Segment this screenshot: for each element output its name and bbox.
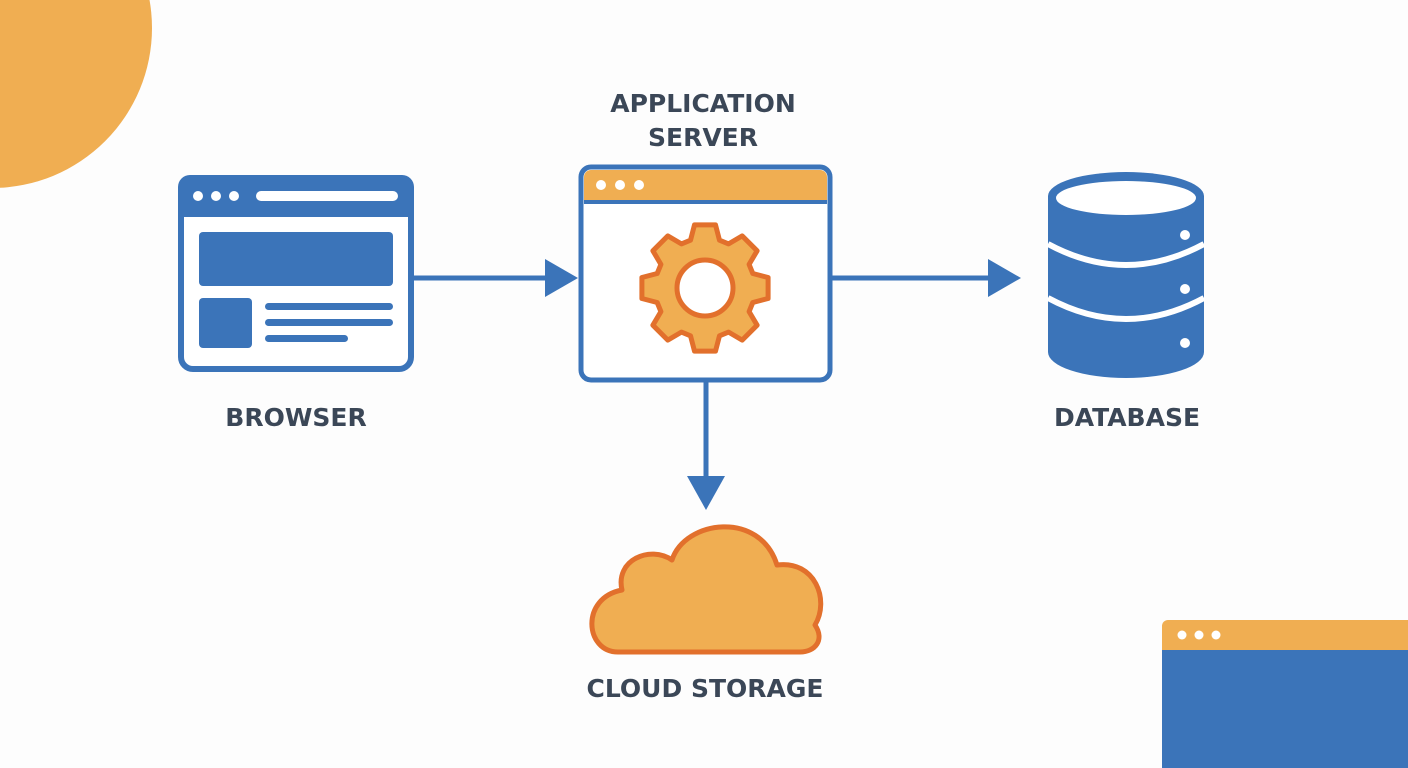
app-server-label-line2: SERVER (648, 123, 758, 152)
decorative-circle (0, 0, 152, 188)
gear-icon (639, 222, 771, 354)
app-server-label-line1: APPLICATION (610, 89, 796, 118)
decorative-window-icon (1162, 620, 1408, 768)
app-server-window-icon (578, 164, 833, 383)
database-icon (1046, 172, 1206, 378)
database-label: DATABASE (1054, 403, 1200, 432)
browser-label: BROWSER (225, 403, 366, 432)
arrow-server-to-database (832, 259, 1021, 297)
browser-window-icon (178, 175, 414, 372)
arrow-browser-to-server (414, 259, 578, 297)
cloud-icon (589, 524, 824, 655)
arrow-server-to-cloud (687, 382, 725, 510)
cloud-storage-label: CLOUD STORAGE (587, 674, 824, 703)
